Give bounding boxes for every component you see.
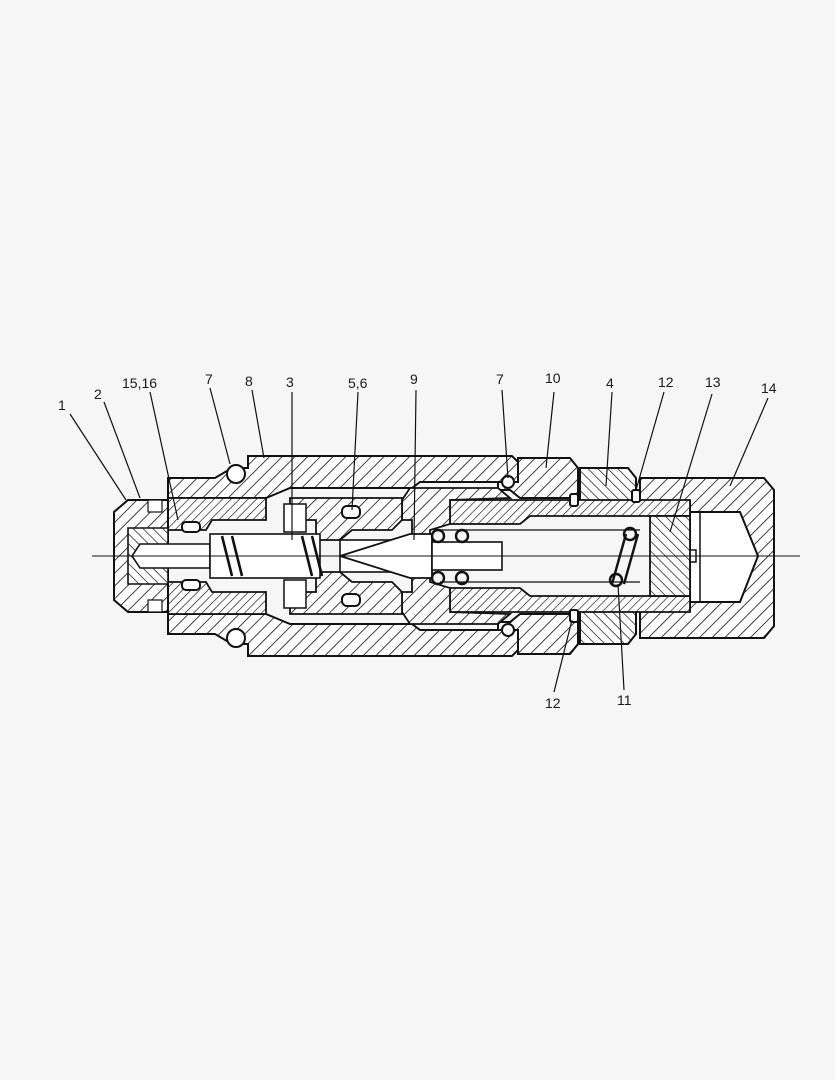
callout-5-6: 5,6	[348, 375, 368, 391]
o-rings	[181, 464, 641, 648]
callout-8: 8	[245, 373, 253, 389]
callout-2: 2	[94, 386, 102, 402]
callout-7-left: 7	[205, 371, 213, 387]
leader-lines	[69, 387, 769, 693]
callout-14: 14	[761, 380, 777, 396]
callout-13: 13	[705, 374, 721, 390]
callout-12-top: 12	[658, 374, 674, 390]
callout-9: 9	[410, 371, 418, 387]
callout-3: 3	[286, 374, 294, 390]
spring-right	[430, 526, 640, 588]
callouts: 1 2 15,16 7 8 3 5,6 9 7 10 4 12 13 14 12…	[58, 370, 777, 711]
callout-10: 10	[545, 370, 561, 386]
piston-3	[283, 497, 403, 615]
callout-15-16: 15,16	[122, 375, 157, 391]
callout-7-right: 7	[496, 371, 504, 387]
locknut-4	[579, 467, 637, 645]
callout-12-bottom: 12	[545, 695, 561, 711]
callout-1: 1	[58, 397, 66, 413]
callout-11: 11	[617, 692, 632, 708]
callout-4: 4	[606, 375, 614, 391]
nut-10	[497, 457, 579, 655]
